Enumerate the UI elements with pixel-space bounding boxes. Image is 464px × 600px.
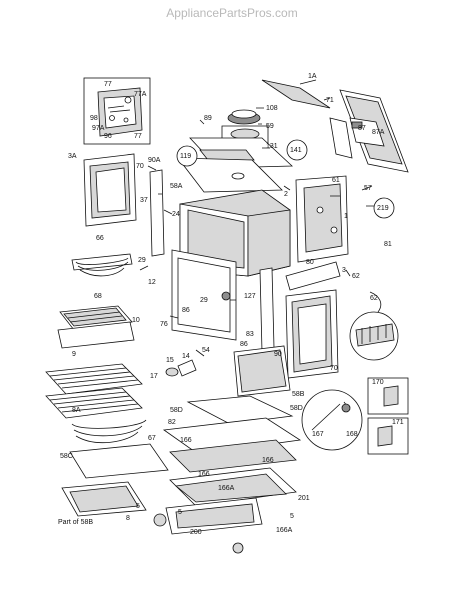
label-62b: 62 — [370, 295, 378, 302]
label-90: 90 — [274, 351, 282, 358]
label-166b: 166 — [262, 457, 274, 464]
label-166A: 166A — [218, 485, 235, 492]
label-24: 24 — [172, 211, 180, 218]
label-70b: 70 — [330, 365, 338, 372]
lower-element-8A-group — [71, 419, 147, 443]
label-3: 3 — [342, 267, 346, 274]
label-81: 81 — [384, 241, 392, 248]
label-77b: 77 — [134, 133, 142, 140]
broiler-pan-group — [57, 305, 135, 349]
label-10: 10 — [132, 317, 140, 324]
label-167: 167 — [312, 431, 324, 438]
label-119: 119 — [180, 153, 191, 160]
label-89: 89 — [204, 115, 212, 122]
label-58Db: 58D — [290, 405, 303, 412]
label-15: 15 — [166, 357, 174, 364]
label-part-of-58B: Part of 58B — [58, 519, 93, 526]
leader-lines — [139, 79, 374, 319]
label-29a: 29 — [138, 257, 146, 264]
label-62: 62 — [352, 273, 360, 280]
label-8A: 8A — [72, 407, 81, 414]
lower-panels-group — [61, 443, 169, 517]
label-108: 108 — [266, 105, 278, 112]
label-98: 98 — [90, 115, 98, 122]
right-panel-70-group — [285, 261, 341, 379]
label-96: 96 — [104, 133, 112, 140]
label-57: 57 — [364, 185, 372, 192]
label-5b: 5 — [178, 509, 182, 516]
label-80: 80 — [306, 259, 314, 266]
label-14: 14 — [182, 353, 190, 360]
bottom-frame-group — [162, 417, 302, 535]
label-58B: 58B — [292, 391, 305, 398]
label-9: 9 — [72, 351, 76, 358]
label-29b: 29 — [200, 297, 208, 304]
label-87: 87 — [358, 125, 366, 132]
label-131: 131 — [266, 143, 278, 150]
box-58B-group — [186, 345, 294, 425]
label-86b: 86 — [240, 341, 248, 348]
label-87A: 87A — [372, 129, 385, 136]
inset-167-group — [301, 389, 363, 451]
side-panels-group — [83, 153, 349, 353]
label-3A: 3A — [68, 153, 77, 160]
label-168: 168 — [346, 431, 358, 438]
top-panel-group — [177, 137, 293, 193]
label-171: 171 — [392, 419, 404, 426]
inset-170-171-group — [367, 377, 409, 455]
inset-62-group — [349, 291, 399, 361]
label-66: 66 — [96, 235, 104, 242]
label-82: 82 — [168, 419, 176, 426]
label-37: 37 — [140, 197, 148, 204]
label-86a: 86 — [182, 307, 190, 314]
label-71: 71 — [326, 97, 334, 104]
label-77A: 77A — [134, 91, 147, 98]
label-127: 127 — [244, 293, 256, 300]
label-166Ab: 166A — [276, 527, 293, 534]
label-1A: 1A — [308, 73, 317, 80]
label-58A: 58A — [170, 183, 183, 190]
label-54: 54 — [202, 347, 210, 354]
label-70a: 70 — [136, 163, 144, 170]
label-141: 141 — [290, 147, 302, 154]
small-parts-group — [153, 349, 244, 554]
callout-circle-219 — [373, 197, 395, 219]
label-77: 77 — [104, 81, 112, 88]
label-219: 219 — [377, 205, 389, 212]
label-76: 76 — [160, 321, 168, 328]
label-8: 8 — [126, 515, 130, 522]
label-200: 200 — [190, 529, 202, 536]
label-58C: 58C — [60, 453, 73, 460]
label-58D: 58D — [170, 407, 183, 414]
label-166a: 166 — [180, 437, 192, 444]
watermark-text: AppliancePartsPros.com — [166, 6, 298, 20]
label-17: 17 — [150, 373, 158, 380]
door-panel-71-group — [261, 79, 409, 173]
inset-77-group — [83, 77, 151, 145]
label-68: 68 — [94, 293, 102, 300]
callout-circle-141 — [286, 139, 308, 161]
label-2: 2 — [284, 191, 288, 198]
label-166c: 166 — [198, 471, 210, 478]
label-170: 170 — [372, 379, 384, 386]
label-59: 59 — [266, 123, 274, 130]
callout-circle-119 — [176, 145, 198, 167]
label-67: 67 — [148, 435, 156, 442]
bake-element-66-group — [71, 253, 133, 277]
label-1: 1 — [344, 213, 348, 220]
label-5c: 5 — [290, 513, 294, 520]
oven-racks-group — [45, 363, 143, 419]
label-83: 83 — [246, 331, 254, 338]
oven-cavity-group — [171, 189, 291, 341]
label-61: 61 — [332, 177, 340, 184]
label-5a: 5 — [136, 503, 140, 510]
label-201: 201 — [298, 495, 310, 502]
label-97A: 97A — [92, 125, 105, 132]
label-90A: 90A — [148, 157, 161, 164]
label-12: 12 — [148, 279, 156, 286]
